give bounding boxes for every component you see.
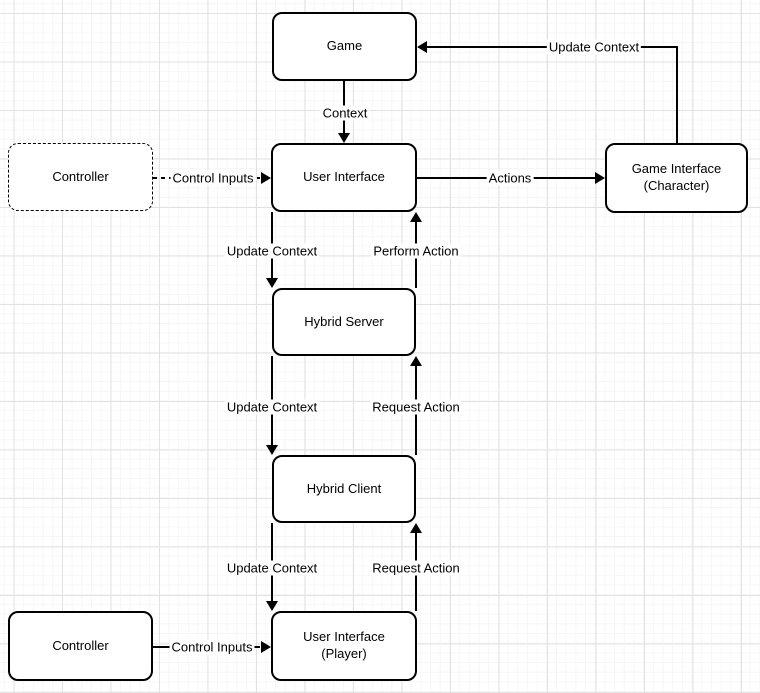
edge-server-update-context-arrowhead (266, 445, 278, 455)
node-user-interface-player[interactable]: User Interface (Player) (271, 611, 417, 681)
edge-perform-action-arrowhead (410, 212, 422, 222)
edge-context-label: Context (320, 105, 370, 121)
node-controller-input[interactable]: Controller (8, 143, 153, 211)
edge-update-context-game-arrowhead (417, 41, 427, 53)
edge-server-update-context-label: Update Context (224, 399, 320, 415)
node-user-interface-player-label: User Interface (Player) (303, 629, 385, 661)
edge-control-inputs-label: Control Inputs (170, 170, 256, 186)
node-hybrid-server-label: Hybrid Server (304, 313, 384, 329)
edge-ui-update-context-label: Update Context (224, 243, 320, 259)
edge-server-request-action-arrowhead (410, 356, 422, 366)
node-hybrid-client-label: Hybrid Client (306, 480, 382, 496)
edge-update-context-game-label: Update Context (546, 39, 642, 55)
node-user-interface[interactable]: User Interface (271, 143, 417, 212)
node-hybrid-server[interactable]: Hybrid Server (272, 288, 416, 356)
edge-update-context-game-vline (676, 46, 678, 143)
node-hybrid-client[interactable]: Hybrid Client (272, 455, 416, 523)
node-controller-player-label: Controller (52, 637, 109, 653)
node-game-interface-character[interactable]: Game Interface (Character) (605, 143, 748, 213)
edge-ui-update-context-arrowhead (266, 278, 278, 288)
edge-actions-arrowhead (595, 172, 605, 184)
edge-control-inputs-arrowhead (261, 172, 271, 184)
edge-server-request-action-label: Request Action (370, 399, 462, 415)
edge-control-inputs-player-label: Control Inputs (169, 639, 255, 655)
node-user-interface-label: User Interface (303, 169, 385, 185)
edge-client-update-context-label: Update Context (224, 560, 320, 576)
node-game[interactable]: Game (272, 12, 417, 81)
edge-client-update-context-arrowhead (266, 601, 278, 611)
edge-actions-label: Actions (486, 170, 534, 186)
node-controller-input-label: Controller (52, 168, 109, 184)
edge-perform-action-label: Perform Action (371, 243, 461, 259)
edge-client-request-action-label: Request Action (370, 560, 462, 576)
edge-client-request-action-arrowhead (410, 523, 422, 533)
node-controller-player[interactable]: Controller (8, 611, 153, 681)
edge-context-arrowhead (338, 133, 350, 143)
edge-control-inputs-player-arrowhead (261, 641, 271, 653)
node-game-label: Game (326, 38, 363, 54)
node-game-interface-character-label: Game Interface (Character) (631, 161, 722, 193)
